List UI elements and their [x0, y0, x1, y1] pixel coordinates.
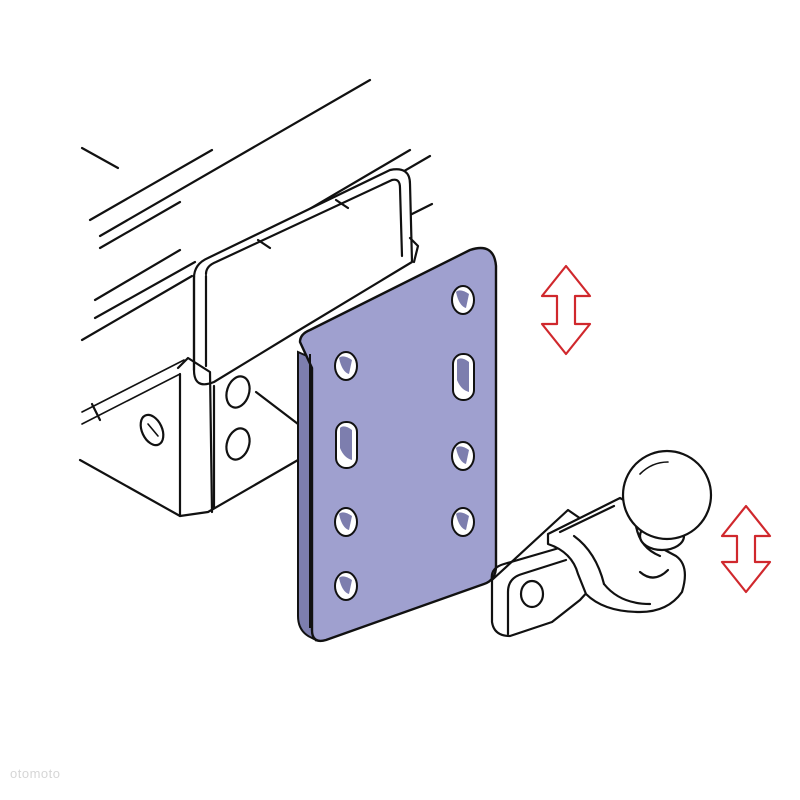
towbar-neck [546, 496, 687, 614]
plate-arrow-icon [540, 264, 592, 356]
towbar-arrow-icon [720, 504, 772, 594]
adjustment-plate [297, 246, 498, 643]
towbar-bolt-hole [519, 579, 545, 609]
towbar-ball [621, 449, 713, 541]
watermark-text: otomoto [10, 766, 61, 781]
plate-front-face [298, 246, 498, 643]
chassis-frame [78, 78, 434, 518]
chassis-mounting-bracket [139, 168, 420, 514]
towbar-ball-hitch [490, 449, 713, 638]
